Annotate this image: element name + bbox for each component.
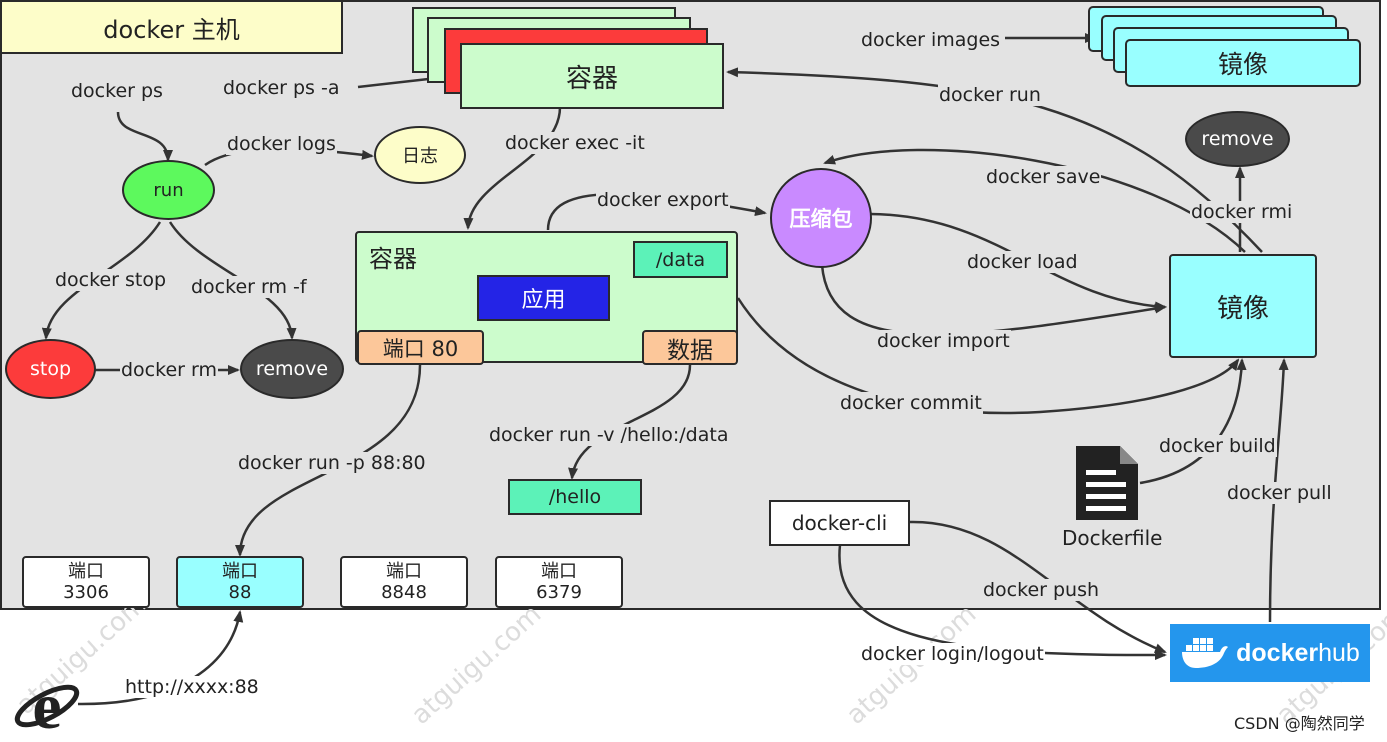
- log-ellipse[interactable]: 日志: [374, 126, 466, 184]
- port-title: 端口: [68, 561, 104, 582]
- image-main-box[interactable]: 镜像: [1169, 254, 1317, 358]
- image-main-label: 镜像: [1216, 293, 1269, 324]
- edge-login: [838, 544, 1167, 661]
- credit-text: CSDN @陶然同学: [1234, 714, 1365, 733]
- cmd-docker-rm-f: docker rm -f: [190, 276, 308, 298]
- edge-exec: [463, 106, 562, 230]
- remove-image-label: remove: [1201, 128, 1274, 150]
- cmd-docker-rmi: docker rmi: [1190, 201, 1294, 223]
- edge-build: [1139, 358, 1247, 485]
- port-number: 6379: [536, 582, 582, 603]
- cmd-docker-pull: docker pull: [1226, 482, 1333, 504]
- run-state[interactable]: run: [122, 160, 215, 220]
- log-label: 日志: [402, 146, 438, 167]
- docker-whale-icon: [1182, 638, 1229, 668]
- port-number: 8848: [381, 582, 427, 603]
- cmd-docker-commit: docker commit: [839, 392, 983, 414]
- remove-image-ellipse[interactable]: remove: [1185, 111, 1290, 167]
- cmd-docker-run-p: docker run -p 88:80: [237, 452, 427, 474]
- cmd-docker-ps: docker ps: [70, 80, 164, 102]
- cmd-docker-login: docker login/logout: [860, 643, 1045, 665]
- cmd-docker-import: docker import: [876, 330, 1011, 352]
- stop-state[interactable]: stop: [5, 339, 96, 399]
- hello-dir-label: /hello: [548, 486, 602, 508]
- container-data-box: 数据: [642, 330, 738, 365]
- port-title: 端口: [386, 561, 422, 582]
- docker-cli-box[interactable]: docker-cli: [769, 500, 910, 546]
- run-state-label: run: [153, 179, 184, 201]
- image-stack-label: 镜像: [1217, 50, 1268, 79]
- container-port-box: 端口 80: [357, 330, 484, 365]
- image-stack-front: 镜像: [1125, 39, 1361, 87]
- remove-state-label: remove: [255, 358, 329, 380]
- cmd-docker-build: docker build: [1158, 435, 1277, 457]
- data-dir-box: /data: [633, 241, 728, 278]
- dockerfile-label: Dockerfile: [1062, 526, 1163, 550]
- host-title: docker 主机: [0, 0, 343, 54]
- cmd-docker-push: docker push: [982, 579, 1101, 601]
- port-number: 88: [228, 582, 252, 603]
- port-box: 端口 3306: [22, 556, 150, 608]
- cmd-docker-logs: docker logs: [226, 133, 337, 155]
- container-top-label: 容器: [565, 63, 618, 94]
- port-number: 3306: [63, 582, 109, 603]
- edge-pull: [1268, 358, 1289, 623]
- archive-circle[interactable]: 压缩包: [770, 168, 872, 268]
- cmd-docker-run-v: docker run -v /hello:/data: [488, 424, 730, 446]
- cmd-docker-ps-a: docker ps -a: [222, 77, 341, 99]
- edge-commit: [736, 297, 1240, 415]
- edge-run: [726, 67, 1263, 253]
- cmd-docker-export: docker export: [596, 189, 730, 211]
- cmd-docker-rm: docker rm: [120, 359, 218, 381]
- remove-state[interactable]: remove: [240, 339, 344, 399]
- container-main-label: 容器: [369, 245, 417, 273]
- port-box: 端口 6379: [495, 556, 623, 608]
- dockerfile-icon: [1074, 444, 1140, 522]
- svg-text:e: e: [32, 672, 61, 738]
- port-title: 端口: [541, 561, 577, 582]
- archive-label: 压缩包: [789, 207, 853, 231]
- edge-push: [909, 520, 1167, 654]
- edge-ps: [116, 111, 173, 162]
- app-label: 应用: [521, 288, 566, 313]
- port-box: 端口 8848: [340, 556, 468, 608]
- docker-cli-label: docker-cli: [791, 511, 888, 535]
- container-port-label: 端口 80: [382, 336, 459, 361]
- dockerhub-logo[interactable]: dockerhub: [1170, 624, 1370, 682]
- edge-run-v: [568, 364, 692, 480]
- port-title: 端口: [222, 561, 258, 582]
- cmd-docker-run: docker run: [938, 84, 1042, 106]
- dockerhub-word-docker: docker: [1236, 638, 1319, 667]
- cmd-docker-exec: docker exec -it: [504, 132, 646, 154]
- dockerhub-word-hub: hub: [1318, 638, 1360, 667]
- app-box[interactable]: 应用: [477, 275, 610, 321]
- cmd-http: http://xxxx:88: [124, 676, 260, 698]
- stop-state-label: stop: [29, 358, 72, 380]
- cmd-docker-stop: docker stop: [54, 269, 168, 291]
- port-box-highlighted: 端口 88: [176, 556, 304, 608]
- cmd-docker-load: docker load: [966, 251, 1079, 273]
- data-dir-label: /data: [655, 248, 706, 271]
- container-top-box: 容器: [460, 43, 724, 109]
- edge-import: [820, 264, 1167, 336]
- internet-explorer-icon: e: [12, 670, 82, 742]
- cmd-docker-save: docker save: [985, 166, 1102, 188]
- hello-dir-box: /hello: [508, 479, 642, 515]
- cmd-docker-images: docker images: [860, 29, 1002, 51]
- container-data-label: 数据: [667, 337, 713, 364]
